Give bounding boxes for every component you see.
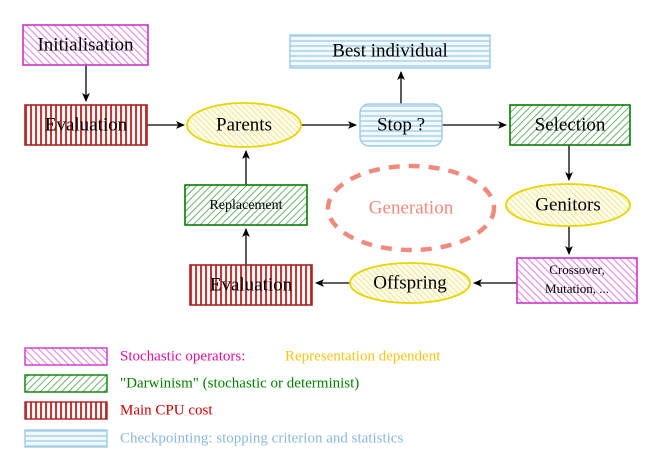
crossover-mutation-box[interactable] [516,257,638,304]
initialisation-box[interactable] [22,24,149,66]
node-selection[interactable]: Selection [509,104,631,146]
legend-label-representation: Representation dependent [285,348,441,364]
stop-label: Stop ? [377,114,425,135]
best-individual-label: Best individual [332,40,448,61]
node-initialisation[interactable]: Initialisation [22,24,149,66]
legend-item-cpu-cost: Main CPU cost [24,401,213,420]
replacement-box[interactable] [184,184,308,226]
offspring-ellipse[interactable] [349,262,471,304]
parents-ellipse[interactable] [186,102,302,148]
node-evaluation-bottom[interactable]: Evaluation [189,264,313,306]
legend-label-checkpointing: Checkpointing: stopping criterion and st… [120,430,403,446]
evaluation-top-label: Evaluation [45,114,128,135]
evaluation-bottom-label: Evaluation [210,274,293,295]
legend-swatch-green [24,374,108,393]
offspring-label: Offspring [373,272,447,293]
parents-label: Parents [216,114,272,135]
selection-label: Selection [535,114,606,135]
replacement-label: Replacement [209,198,282,213]
genitors-ellipse[interactable] [505,183,631,227]
legend-item-stochastic: Stochastic operators: Representation dep… [24,347,441,366]
node-parents[interactable]: Parents [186,102,302,148]
node-offspring[interactable]: Offspring [349,262,471,304]
node-generation: Generation [325,163,497,253]
legend-swatch-magenta [24,347,108,366]
legend-label-cpu-cost: Main CPU cost [120,402,213,418]
node-genitors[interactable]: Genitors [505,183,631,227]
node-replacement[interactable]: Replacement [184,184,308,226]
edges-layer [82,65,573,287]
node-stop[interactable]: Stop ? [359,103,443,147]
genitors-label: Genitors [535,194,600,215]
generation-label: Generation [369,197,454,218]
crossover-label-line1: Crossover, [549,262,604,277]
initialisation-label: Initialisation [37,34,134,55]
node-best-individual[interactable]: Best individual [289,34,491,69]
generation-dashed-ellipse [325,163,497,253]
evaluation-top-box[interactable] [24,104,148,146]
stop-box[interactable] [359,103,443,147]
legend-swatch-red [24,401,108,420]
legend-item-darwinism: "Darwinism" (stochastic or determinist) [24,374,359,393]
legend-swatch-blue [24,429,108,448]
crossover-label-line2: Mutation, ... [545,281,609,296]
node-evaluation-top[interactable]: Evaluation [24,104,148,146]
legend-item-checkpointing: Checkpointing: stopping criterion and st… [24,429,403,448]
legend-label-stochastic: Stochastic operators: [120,348,245,364]
evaluation-bottom-box[interactable] [189,264,313,306]
best-individual-box[interactable] [289,34,491,69]
node-crossover-mutation[interactable]: Crossover, Mutation, ... [516,257,638,304]
legend-label-darwinism: "Darwinism" (stochastic or determinist) [120,375,359,391]
legend: Stochastic operators: Representation dep… [24,347,441,448]
selection-box[interactable] [509,104,631,146]
